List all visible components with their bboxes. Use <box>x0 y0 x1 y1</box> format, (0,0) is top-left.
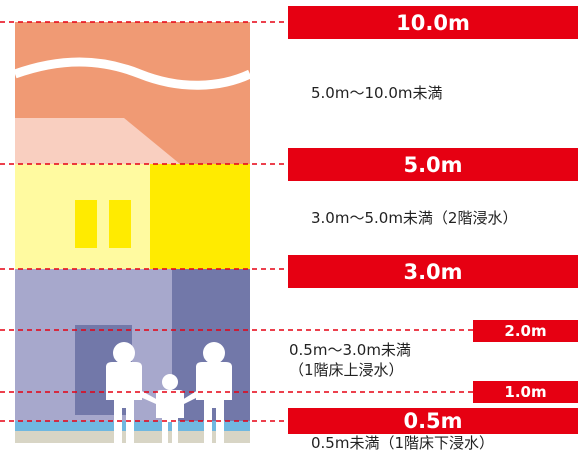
level-label-5m: 5.0m <box>288 148 578 181</box>
range-05-3m-line1: 0.5m〜3.0m未満 <box>289 341 411 359</box>
level-label-3m: 3.0m <box>288 255 578 288</box>
window-left <box>75 200 97 248</box>
level-label-2m: 2.0m <box>473 320 578 342</box>
house-second-floor-shade <box>150 164 250 269</box>
range-05-3m-line2: （1階床上浸水） <box>289 361 404 379</box>
wave-line <box>13 57 252 90</box>
window-right <box>109 200 131 248</box>
range-3-5m: 3.0m〜5.0m未満（2階浸水） <box>311 209 518 227</box>
range-below-05m: 0.5m未満（1階床下浸水） <box>311 434 495 452</box>
family-figures <box>106 342 232 445</box>
range-5-10m: 5.0m〜10.0m未満 <box>311 84 443 102</box>
house-roof <box>15 118 180 164</box>
level-lines <box>0 21 473 422</box>
level-label-1m: 1.0m <box>473 381 578 403</box>
level-label-10m: 10.0m <box>288 6 578 39</box>
level-label-05m: 0.5m <box>288 408 578 434</box>
